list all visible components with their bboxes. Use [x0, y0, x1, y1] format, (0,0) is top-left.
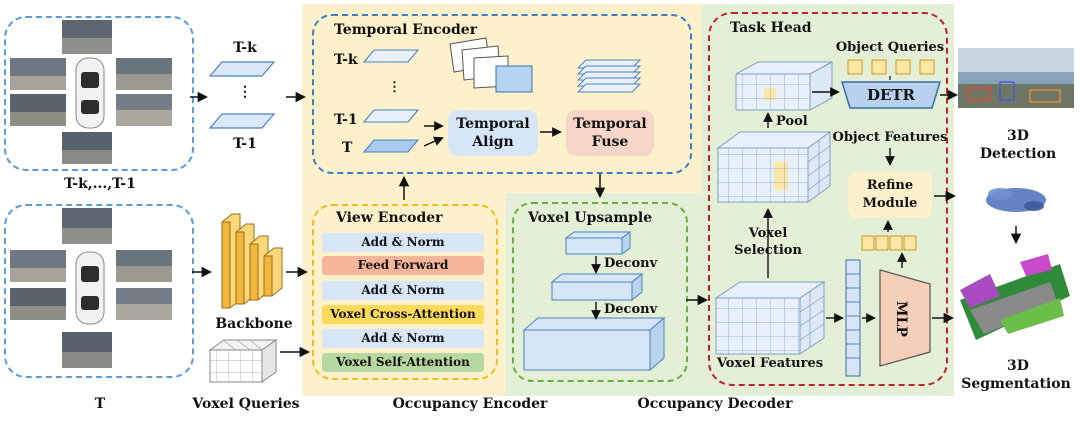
- mlp-label: MLP: [893, 301, 909, 337]
- stack-bottom-label: T-1: [233, 136, 257, 152]
- temporal-fuse-box: [566, 110, 654, 156]
- occupancy-encoder-label: Occupancy Encoder: [392, 396, 548, 412]
- detection-label-2: Detection: [979, 146, 1057, 162]
- mlp-block: [879, 269, 931, 367]
- voxel-upsample-panel: [512, 202, 688, 382]
- view-encoder-panel: [312, 204, 498, 380]
- stack-dots: ⋮: [238, 84, 252, 100]
- voxel-cross-attention-layer: Voxel Cross-Attention: [322, 305, 484, 324]
- voxel-features-cube: [714, 281, 826, 355]
- segmentation-output-image: [960, 254, 1070, 340]
- history-camera-images: [10, 20, 172, 164]
- selected-voxels-cube: [716, 131, 832, 203]
- refine-label-1: Refine: [866, 178, 914, 193]
- point-cloud-object: [986, 188, 1046, 212]
- object-queries-label: Object Queries: [835, 40, 945, 55]
- temporal-row-t1: T-1: [334, 112, 358, 128]
- view-encoder-title: View Encoder: [336, 210, 443, 226]
- detr-block: [840, 81, 942, 109]
- pooled-voxels-plane: [735, 61, 833, 111]
- voxel-feature-column: [845, 259, 861, 377]
- temporal-align-label-2: Align: [472, 134, 514, 150]
- upsample-volumes: [522, 231, 666, 372]
- history-feature-planes: [208, 61, 276, 129]
- backbone-blocks: [221, 213, 283, 309]
- temporal-row-dots: ⋮: [388, 80, 401, 95]
- voxel-features-label: Voxel Features: [716, 356, 824, 371]
- add-norm-layer: Add & Norm: [322, 233, 484, 252]
- temporal-encoder-panel: [312, 14, 692, 174]
- temporal-row-tk: T-k: [334, 52, 358, 68]
- add-norm-layer: Add & Norm: [322, 329, 484, 348]
- current-camera-images: [10, 208, 172, 368]
- add-norm-layer: Add & Norm: [322, 281, 484, 300]
- temporal-row-t: T: [342, 140, 353, 156]
- pool-label: Pool: [776, 114, 808, 129]
- temporal-fuse-label-1: Temporal: [573, 116, 647, 132]
- voxel-selection-label-2: Selection: [734, 243, 802, 258]
- segmentation-label-2: Segmentation: [961, 376, 1071, 392]
- stack-top-label: T-k: [233, 40, 257, 56]
- view-encoder-layer-stack: Add & Norm Feed Forward Add & Norm Voxel…: [322, 233, 484, 373]
- segmentation-label-1: 3D: [1007, 358, 1029, 374]
- deconv-label-2: Deconv: [604, 302, 658, 317]
- detr-label: DETR: [866, 86, 916, 104]
- voxel-queries-cube: [208, 339, 278, 383]
- object-query-tokens: [847, 59, 935, 75]
- refine-label-2: Module: [862, 196, 918, 211]
- task-head-title: Task Head: [730, 20, 812, 36]
- detection-output-image: [958, 48, 1074, 108]
- temporal-fuse-label-2: Fuse: [591, 134, 629, 150]
- temporal-planes: [362, 37, 642, 153]
- feed-forward-layer: Feed Forward: [322, 256, 484, 275]
- voxel-queries-label: Voxel Queries: [192, 396, 300, 412]
- deconv-label-1: Deconv: [604, 256, 658, 271]
- history-images-panel: [4, 16, 194, 171]
- voxel-selection-label-1: Voxel: [748, 226, 788, 241]
- history-timesteps-label: T-k,...,T-1: [64, 176, 136, 192]
- mlp-output-tokens: [861, 235, 917, 251]
- current-timestep-label: T: [94, 396, 106, 412]
- current-images-panel: [4, 204, 194, 378]
- backbone-label: Backbone: [215, 316, 293, 332]
- temporal-align-box: [448, 110, 538, 156]
- detection-label-1: 3D: [1007, 128, 1029, 144]
- temporal-align-label-1: Temporal: [456, 116, 530, 132]
- voxel-self-attention-layer: Voxel Self-Attention: [322, 353, 484, 372]
- occupancy-decoder-label: Occupancy Decoder: [637, 396, 793, 412]
- voxel-upsample-title: Voxel Upsample: [528, 210, 653, 226]
- temporal-encoder-title: Temporal Encoder: [334, 22, 478, 38]
- refine-module-box: [848, 172, 932, 218]
- object-features-label: Object Features: [832, 130, 948, 145]
